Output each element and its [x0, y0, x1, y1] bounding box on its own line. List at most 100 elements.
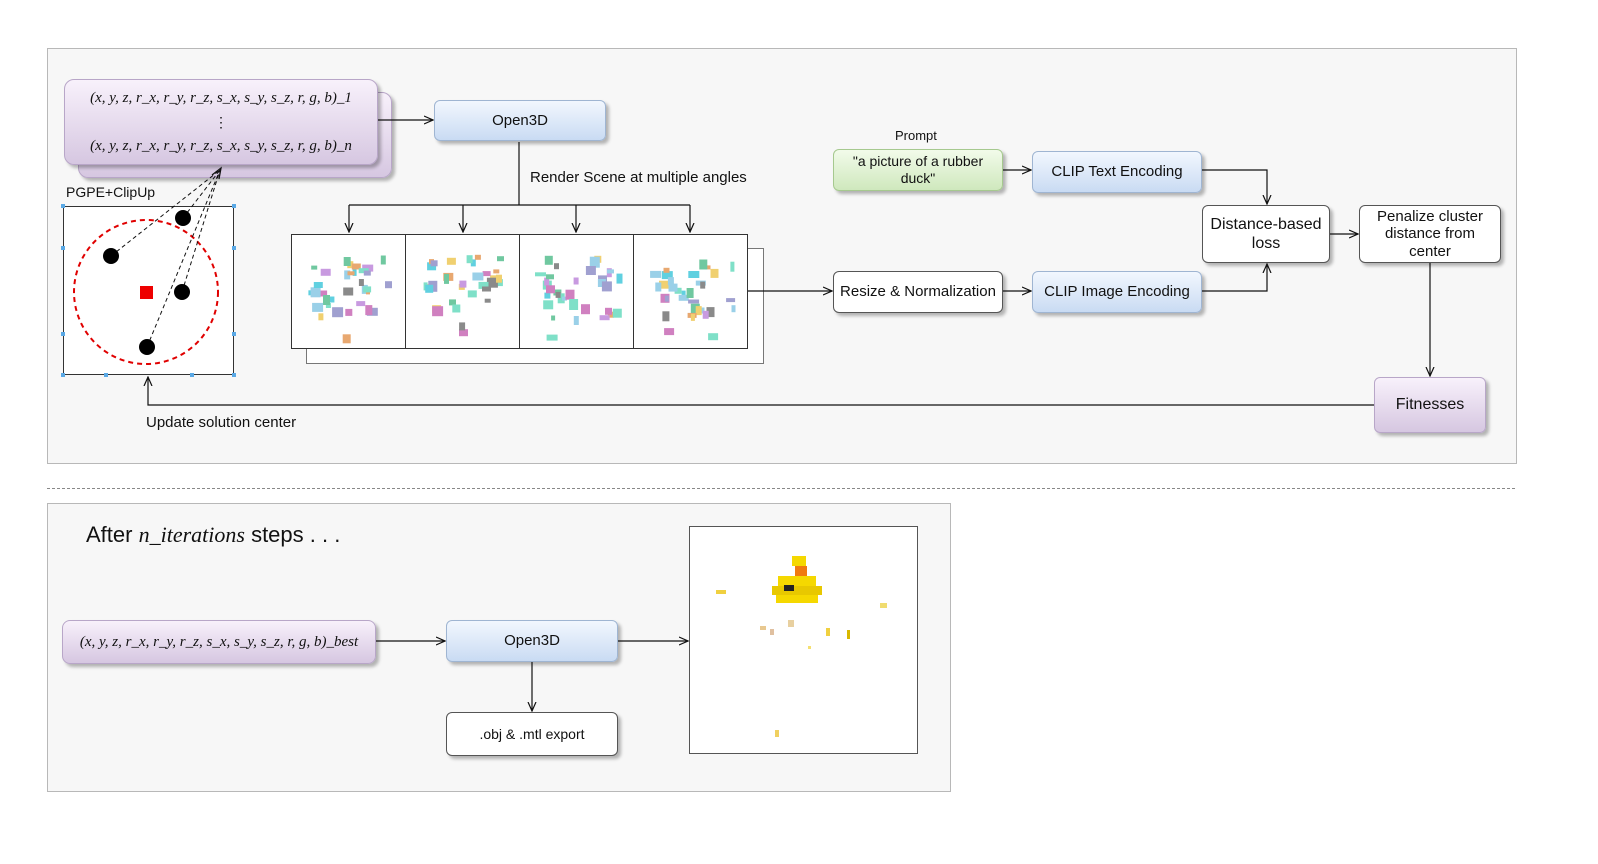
render-cube: [731, 305, 736, 313]
prompt-caption: Prompt: [895, 128, 937, 143]
render-cube: [616, 273, 623, 284]
render-cube: [678, 294, 689, 301]
prompt-box: "a picture of a rubber duck": [833, 149, 1003, 191]
render-cube: [544, 292, 551, 299]
duck-stray-9: [775, 730, 779, 737]
handle-l1: [61, 246, 65, 250]
duck-head: [792, 556, 806, 566]
render-cube: [551, 315, 556, 321]
duck-stray-4: [760, 626, 766, 630]
render-cube: [544, 277, 550, 286]
render-cube: [320, 268, 331, 276]
render-cube: [444, 273, 449, 284]
render-cube: [710, 268, 719, 278]
render-cube: [459, 280, 467, 288]
render-cube: [555, 291, 561, 298]
render-cube: [356, 301, 366, 307]
render-cube: [425, 284, 434, 293]
resize-normalization-box: Resize & Normalization: [833, 271, 1003, 313]
render-cube: [347, 271, 355, 276]
render-cube: [362, 264, 374, 272]
render-cube: [554, 263, 559, 270]
render-cube: [668, 283, 678, 292]
render-cube: [612, 308, 622, 318]
render-cube: [686, 288, 694, 298]
render-cube: [363, 286, 372, 293]
optimizer-marks: [61, 166, 236, 377]
render-cube: [311, 265, 318, 270]
param-dots: ⋮: [214, 113, 228, 130]
duck-stray-3: [788, 620, 794, 627]
render-cube: [310, 287, 321, 298]
handle-tl: [61, 204, 65, 208]
render-cube: [342, 334, 351, 344]
render-cube: [659, 280, 669, 289]
render-cube: [320, 290, 328, 297]
duck-stray-8: [808, 646, 811, 649]
handle-bl: [61, 373, 65, 377]
render-cube: [496, 274, 502, 283]
render-cube: [605, 307, 612, 315]
render-cube: [446, 257, 456, 265]
param-first: (x, y, z, r_x, r_y, r_z, s_x, s_y, s_z, …: [90, 89, 352, 106]
duck-stray-6: [826, 628, 830, 636]
optimizer-label: PGPE+ClipUp: [66, 184, 156, 200]
after-heading: After n_iterations steps . . .: [86, 522, 340, 548]
param-best-box: (x, y, z, r_x, r_y, r_z, s_x, s_y, s_z, …: [62, 620, 376, 664]
distance-loss-box: Distance-based loss: [1202, 205, 1330, 263]
sample-arrowhead: [211, 166, 222, 180]
clip-text-encoding-box: CLIP Text Encoding: [1032, 151, 1202, 193]
sample-link-2: [182, 169, 221, 219]
render-cube: [546, 334, 558, 341]
export-box: .obj & .mtl export: [446, 712, 618, 756]
render-cube: [484, 298, 491, 303]
render-cube: [607, 269, 614, 274]
render-cube: [380, 255, 386, 265]
render-cube: [312, 302, 324, 312]
duck-stray-1: [716, 590, 726, 594]
sample-link-4: [146, 169, 221, 348]
handle-b1: [104, 373, 108, 377]
render-cube: [365, 305, 373, 316]
render-cube: [343, 287, 354, 296]
handle-b2: [190, 373, 194, 377]
render-cube: [430, 260, 438, 267]
render-cube: [452, 304, 461, 313]
duck-stray-7: [847, 630, 850, 639]
sample-link-3: [181, 169, 221, 293]
duck-body-1: [778, 576, 816, 586]
render-cube: [313, 282, 323, 288]
render-cube: [599, 315, 610, 321]
render-cube: [486, 277, 498, 288]
render-cube: [688, 271, 700, 278]
duck-body-3: [776, 595, 818, 603]
render-cube: [702, 310, 709, 319]
render-cube: [470, 259, 476, 267]
render-cube: [601, 281, 612, 292]
render-cubes: [308, 254, 736, 344]
render-cube: [557, 293, 565, 304]
param-box: (x, y, z, r_x, r_y, r_z, s_x, s_y, s_z, …: [64, 79, 378, 165]
open3d-bottom-box: Open3D: [446, 620, 618, 662]
solution-center-marker: [140, 286, 153, 299]
render-cube: [546, 285, 555, 294]
render-cube: [667, 277, 674, 286]
sample-point-3: [174, 284, 190, 300]
render-cube: [730, 261, 735, 272]
render-cube: [700, 281, 706, 289]
render-cube: [343, 257, 351, 266]
render-cube: [690, 313, 695, 321]
fitnesses-box: Fitnesses: [1374, 377, 1486, 433]
render-cube: [318, 313, 324, 321]
render-cube: [655, 282, 662, 292]
render-cube: [358, 279, 364, 286]
render-label: Render Scene at multiple angles: [530, 169, 747, 186]
render-cube: [351, 263, 361, 270]
sample-point-4: [139, 339, 155, 355]
search-distribution-circle: [73, 219, 219, 365]
render-cube: [482, 271, 491, 277]
render-cube: [565, 289, 575, 300]
render-cube: [459, 329, 468, 337]
arrow-cliptext-distance: [1202, 169, 1267, 204]
